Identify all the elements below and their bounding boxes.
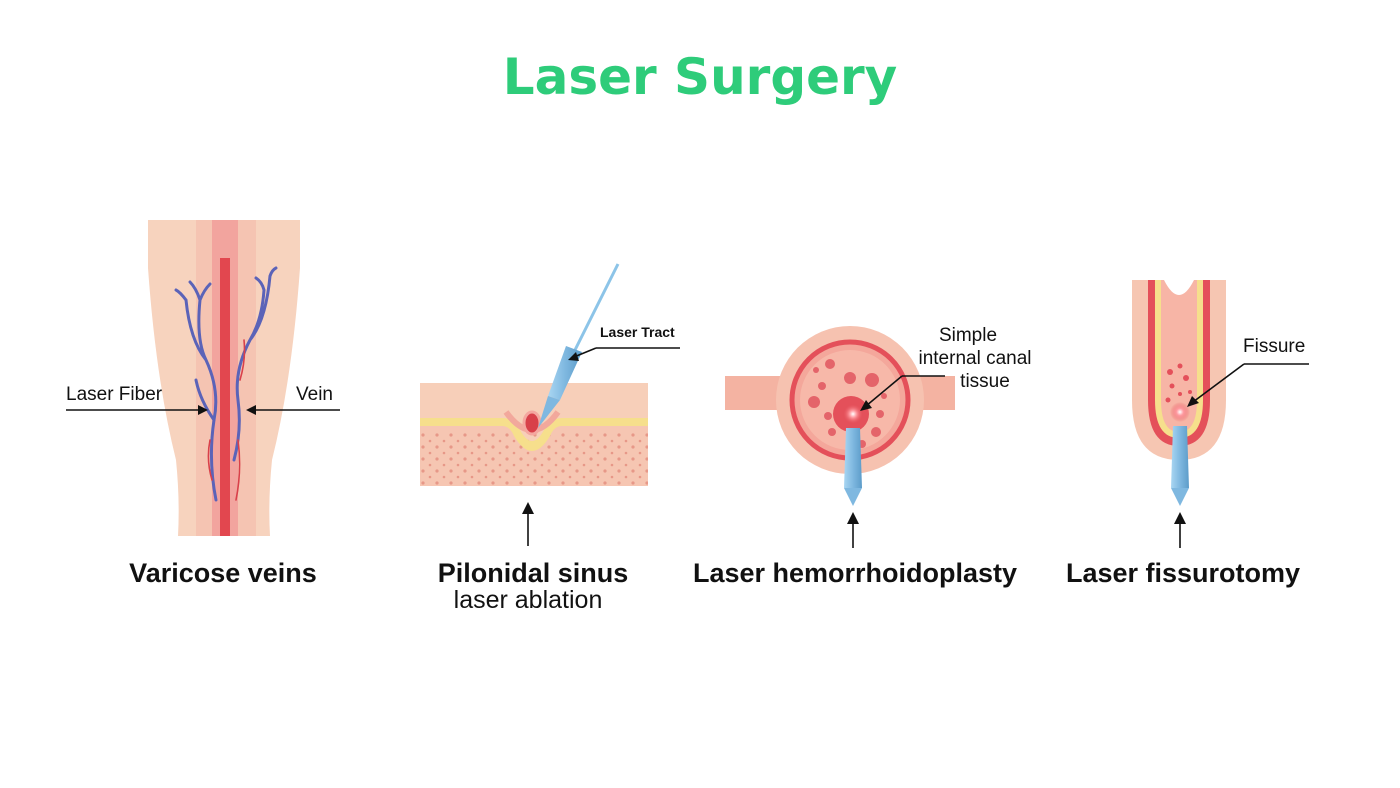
hemorrhoidoplasty-panel: Simple internal canal tissue Laser hemor… — [693, 325, 1032, 588]
laser-probe — [844, 428, 862, 488]
label-fissure: Fissure — [1243, 336, 1305, 357]
varicose-vein-left — [174, 280, 218, 502]
label-tissue-line2: internal canal — [918, 348, 1031, 369]
tissue-dots — [420, 432, 648, 486]
small-red-veins — [207, 339, 246, 501]
caption-laser-fissurotomy: Laser fissurotomy — [1066, 558, 1300, 588]
pilonidal-sinus-panel: Laser Tract Pilonidal sinus laser ablati… — [420, 263, 680, 614]
varicose-vein-right — [232, 266, 278, 462]
arrowhead-up-hemorrhoid — [847, 512, 859, 524]
label-vein: Vein — [296, 384, 333, 405]
laser-probe-tip — [1171, 488, 1189, 506]
canal-opening — [1164, 280, 1194, 295]
canal-lumen — [1161, 280, 1197, 432]
caption-pilonidal-sinus: Pilonidal sinus — [438, 558, 629, 588]
fissurotomy-panel: Fissure Laser fissurotomy — [1066, 280, 1309, 588]
label-laser-fiber: Laser Fiber — [66, 384, 163, 405]
fissure-dots — [1165, 363, 1192, 403]
laser-probe-tip — [538, 396, 560, 428]
arrowhead-fissure — [1187, 396, 1199, 407]
arrowhead-laser-fiber — [198, 405, 208, 415]
arrow-laser-tract-diag — [573, 347, 597, 358]
laser-fiber-line — [220, 258, 230, 536]
arrowhead-laser-tract — [568, 352, 579, 361]
laser-glow — [843, 404, 863, 424]
arrowhead-tissue — [860, 400, 872, 411]
laser-probe-fiber — [572, 263, 620, 353]
arrow-tissue-diag — [865, 375, 903, 407]
arrowhead-up-fissure — [1174, 512, 1186, 524]
fat-layer — [420, 418, 648, 451]
arrowhead-vein — [246, 405, 256, 415]
page-title: Laser Surgery — [503, 48, 898, 106]
label-tissue-line3: tissue — [960, 371, 1010, 392]
arrow-fissure-diag — [1192, 363, 1245, 403]
subcaption-laser-ablation: laser ablation — [454, 586, 603, 614]
caption-laser-hemorrhoidoplasty: Laser hemorrhoidoplasty — [693, 558, 1017, 588]
laser-probe-tip — [844, 488, 862, 506]
caption-varicose-veins: Varicose veins — [129, 558, 317, 588]
label-tissue-line1: Simple — [939, 325, 997, 346]
hemorrhoid-nodules — [808, 359, 887, 448]
laser-probe — [1171, 426, 1189, 488]
label-laser-tract: Laser Tract — [600, 324, 675, 340]
laser-glow — [1170, 402, 1190, 422]
sinus-cavity — [522, 410, 542, 436]
arrowhead-up-pilonidal — [522, 502, 534, 514]
varicose-veins-panel: Laser Fiber Vein Varicose veins — [66, 220, 340, 588]
